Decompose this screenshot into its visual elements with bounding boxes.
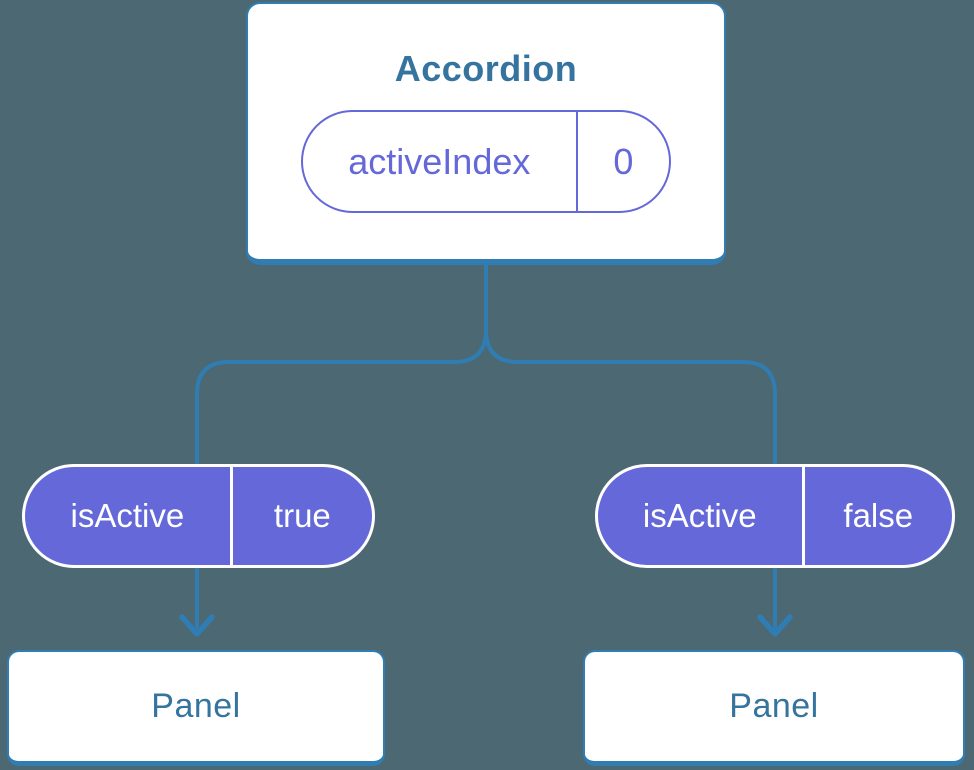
prop-name: isActive <box>598 467 805 565</box>
state-value: 0 <box>613 140 634 182</box>
accordion-card: Accordion activeIndex 0 <box>246 2 726 265</box>
connector-left <box>195 252 488 629</box>
state-pill: activeIndex 0 <box>301 110 671 213</box>
component-title: Accordion <box>394 48 578 89</box>
prop-pill-left: isActive true <box>22 464 375 568</box>
component-title: Panel <box>151 687 241 725</box>
prop-name: isActive <box>25 467 233 565</box>
state-name: activeIndex <box>303 112 578 211</box>
prop-pill-right: isActive false <box>595 464 955 568</box>
arrow-down-icon-right <box>757 614 793 637</box>
component-title: Panel <box>729 687 819 725</box>
panel-card-right: Panel <box>583 650 965 766</box>
prop-value: true <box>273 497 331 534</box>
arrow-down-icon-left <box>179 614 215 637</box>
panel-card-left: Panel <box>7 650 385 766</box>
connector-right <box>484 252 777 629</box>
prop-value: false <box>843 497 914 534</box>
